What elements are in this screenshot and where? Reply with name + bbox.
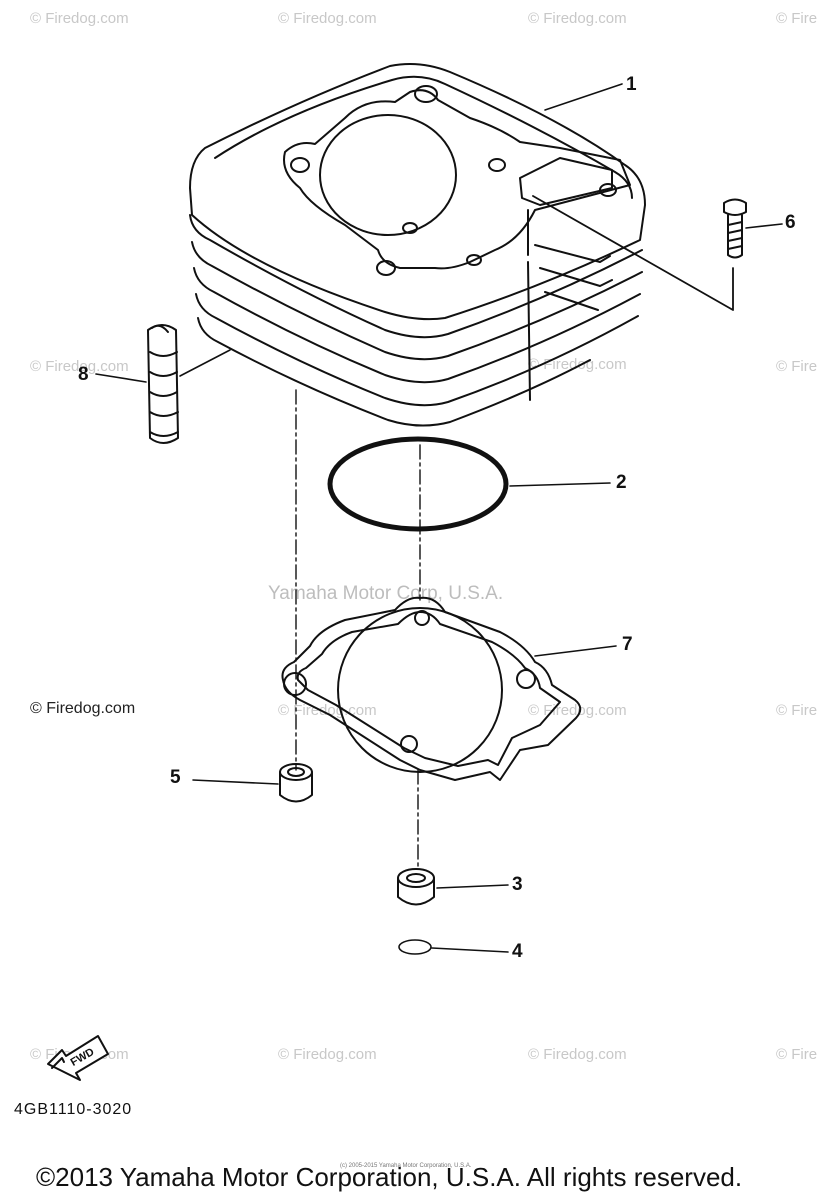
watermark-firedog: © Firedog.com [528,702,627,719]
small-o-ring [398,939,432,955]
copyright-text: ©2013 Yamaha Motor Corporation, U.S.A. A… [36,1162,743,1192]
callout-4: 4 [512,941,523,962]
bolt [723,198,747,259]
callout-5: 5 [170,767,181,788]
callout-2: 2 [616,472,627,493]
o-ring [327,436,509,532]
figure-code: 4GB1110-3020 [14,1101,133,1118]
callout-8: 8 [78,364,89,385]
watermark-firedog: © Firedog.com [528,10,627,27]
watermark-firedog: © Firedog.com [278,1046,377,1063]
watermark-firedog: © Firedog.com [30,10,129,27]
callout-7: 7 [622,634,633,655]
watermark-firedog-dark: © Firedog.com [30,700,136,717]
callout-3: 3 [512,874,523,895]
callout-1: 1 [626,74,637,95]
dowel-pin [147,324,179,444]
fwd-arrow-icon [47,1035,109,1081]
watermark-firedog: © Firedog.com [528,1046,627,1063]
watermark-firedog: © Fire [776,10,818,27]
cylinder-block [189,63,646,427]
watermark-firedog: © Fire [776,358,818,375]
watermark-firedog: © Firedog.com [30,358,129,375]
callout-6: 6 [785,212,796,233]
watermark-firedog: © Fire [776,702,818,719]
tiny-notice: (c) 2005-2015 Yamaha Motor Corporation, … [340,1163,472,1169]
dowel-3 [397,868,435,906]
watermark-yamaha: Yamaha Motor Corp, U.S.A. [268,583,504,604]
base-gasket [281,596,582,781]
watermark-firedog: © Firedog.com [278,10,377,27]
watermark-firedog: © Fire [776,1046,818,1063]
